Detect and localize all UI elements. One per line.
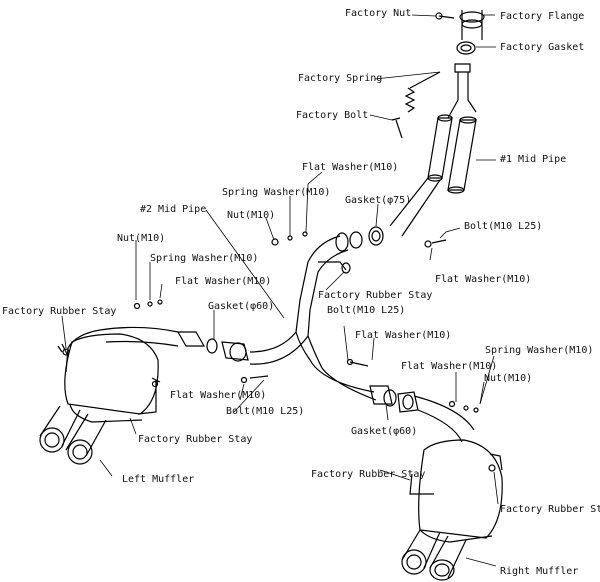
label-flat-washer-lower-left: Flat Washer(M10) [170,390,267,401]
label-spring-washer-top: Spring Washer(M10) [222,187,331,198]
label-gasket-60-right: Gasket(φ60) [351,426,418,437]
label-gasket-75: Gasket(φ75) [345,195,412,206]
label-spring-washer-right: Spring Washer(M10) [485,345,594,356]
label-factory-rubber-stay-center: Factory Rubber Stay [318,290,433,301]
leader-lines [61,14,499,567]
label-gasket-60-left: Gasket(φ60) [208,301,275,312]
right-flange-joint [369,385,419,413]
label-factory-rubber-stay-lower-left: Factory Rubber Stay [138,434,253,445]
left-muffler-part [39,326,179,465]
label-spring-washer-left: Spring Washer(M10) [150,253,259,264]
label-bolt-right-top: Bolt(M10 L25) [464,221,543,232]
label-flat-washer-right: Flat Washer(M10) [401,361,498,372]
factory-bolt-part [391,117,403,139]
label-factory-gasket: Factory Gasket [500,42,585,53]
right-tailpipes [401,529,467,581]
label-factory-spring: Factory Spring [298,73,383,84]
label-bolt-lower-left: Bolt(M10 L25) [226,406,305,417]
label-nut-left: Nut(M10) [117,233,166,244]
label-flat-washer-top: Flat Washer(M10) [302,162,399,173]
label-left-muffler: Left Muffler [122,474,195,485]
label-bolt-center: Bolt(M10 L25) [327,305,406,316]
label-mid-pipe-2: #2 Mid Pipe [140,204,207,215]
label-flat-washer-left: Flat Washer(M10) [175,276,272,287]
label-factory-rubber-stay-right-mid: Factory Rubber Stay [311,469,426,480]
fasteners [62,231,496,472]
mid-pipe-1-part [389,63,477,237]
label-factory-flange: Factory Flange [500,11,585,22]
label-flat-washer-mid-right: Flat Washer(M10) [435,274,532,285]
label-flat-washer-center: Flat Washer(M10) [355,330,452,341]
label-nut-top: Nut(M10) [227,210,276,221]
left-flange-joint [176,331,249,362]
label-factory-rubber-stay-right: Factory Rubber Stay [500,504,600,515]
label-right-muffler: Right Muffler [500,566,579,577]
label-nut-right: Nut(M10) [484,373,533,384]
factory-gasket-part [456,41,476,55]
flange-joint-75 [335,226,384,252]
factory-flange-part [459,10,485,40]
mid-pipe-2-part [249,235,377,401]
left-tailpipes [39,405,107,465]
label-mid-pipe-1: #1 Mid Pipe [500,154,567,165]
factory-spring-part [404,71,441,113]
label-factory-rubber-stay-left: Factory Rubber Stay [2,306,117,317]
right-muffler-part [401,395,503,581]
label-factory-nut: Factory Nut [345,8,412,19]
factory-nut-part [435,12,455,20]
label-factory-bolt: Factory Bolt [296,110,369,121]
